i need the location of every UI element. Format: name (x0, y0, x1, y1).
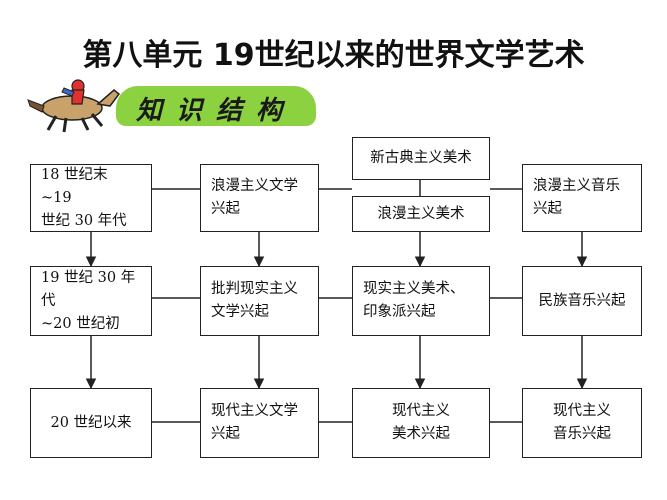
node-music-modernism-line1: 现代主义 (553, 403, 611, 419)
node-literature-romanticism-line1: 浪漫主义文学 (211, 178, 298, 194)
node-era-3-label: 20 世纪以来 (50, 414, 132, 431)
node-era-1-line1: 18 世纪末 ~19 (41, 166, 108, 206)
node-era-2: 19 世纪 30 年代 ~20 世纪初 (30, 266, 152, 336)
node-era-1: 18 世纪末 ~19 世纪 30 年代 (30, 164, 152, 232)
node-era-3: 20 世纪以来 (30, 388, 152, 458)
node-art-modernism: 现代主义 美术兴起 (352, 388, 490, 458)
node-music-romanticism-line1: 浪漫主义音乐 (533, 178, 620, 194)
horse-rider-icon (27, 79, 121, 133)
node-literature-modernism-line1: 现代主义文学 (211, 403, 298, 419)
node-art-realism-impressionism-line2: 印象派兴起 (363, 304, 436, 320)
node-era-1-line2: 世纪 30 年代 (41, 212, 127, 229)
knowledge-structure-banner: 知识结构 (116, 86, 316, 126)
node-literature-modernism-line2: 兴起 (211, 426, 240, 442)
node-music-romanticism: 浪漫主义音乐 兴起 (522, 164, 642, 232)
node-art-romanticism: 浪漫主义美术 (352, 196, 490, 232)
node-literature-modernism: 现代主义文学 兴起 (200, 388, 319, 458)
node-music-modernism-line2: 音乐兴起 (553, 426, 611, 442)
node-art-realism-impressionism: 现实主义美术、 印象派兴起 (352, 266, 490, 336)
node-literature-critical-realism: 批判现实主义 文学兴起 (200, 266, 319, 336)
node-music-national-label: 民族音乐兴起 (538, 292, 626, 309)
node-art-neoclassicism: 新古典主义美术 (352, 137, 490, 180)
node-literature-critical-realism-line1: 批判现实主义 (211, 281, 298, 297)
node-music-romanticism-line2: 兴起 (533, 201, 562, 217)
node-art-realism-impressionism-line1: 现实主义美术、 (363, 281, 465, 297)
node-era-2-line2: ~20 世纪初 (41, 315, 120, 332)
page-title: 第八单元 19世纪以来的世界文学艺术 (82, 38, 585, 73)
node-era-2-line1: 19 世纪 30 年代 (41, 269, 136, 309)
node-art-modernism-line2: 美术兴起 (392, 426, 450, 442)
node-literature-romanticism: 浪漫主义文学 兴起 (200, 164, 319, 232)
node-literature-critical-realism-line2: 文学兴起 (211, 304, 269, 320)
node-literature-romanticism-line2: 兴起 (211, 201, 240, 217)
node-music-national: 民族音乐兴起 (522, 266, 642, 336)
node-art-modernism-line1: 现代主义 (392, 403, 450, 419)
node-music-modernism: 现代主义 音乐兴起 (522, 388, 642, 458)
node-art-neoclassicism-label: 新古典主义美术 (370, 150, 472, 166)
knowledge-structure-label: 知识结构 (135, 96, 296, 126)
node-art-romanticism-label: 浪漫主义美术 (377, 205, 465, 222)
